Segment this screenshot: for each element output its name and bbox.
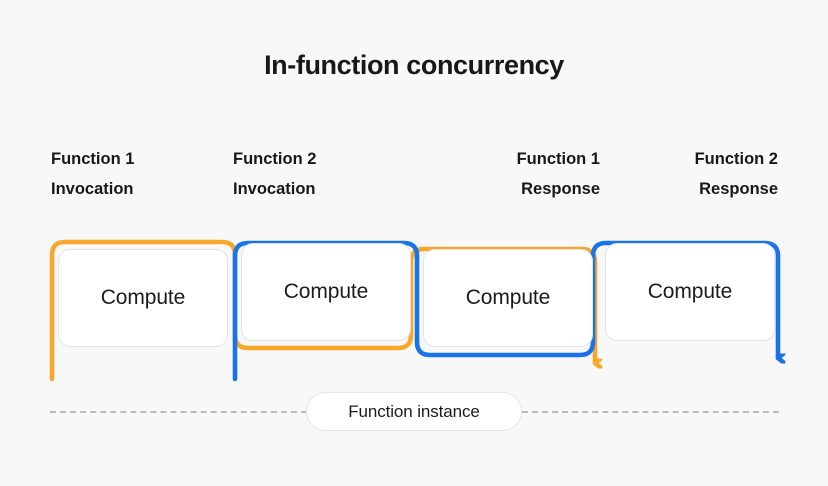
label-line-2: Invocation <box>233 180 316 198</box>
compute-box-2: Compute <box>241 243 411 341</box>
label-line-1: Function 1 <box>51 150 135 168</box>
compute-box-3: Compute <box>423 249 593 347</box>
label-line-1: Function 2 <box>233 150 317 168</box>
page-title: In-function concurrency <box>264 50 564 80</box>
label-line-1: Function 2 <box>694 150 778 168</box>
label-function-2-invocation: Function 2 Invocation <box>233 144 316 204</box>
label-function-1-response: Function 1 Response <box>424 144 600 204</box>
label-function-2-response: Function 2 Response <box>602 144 778 204</box>
compute-box-label: Compute <box>647 280 733 303</box>
label-line-2: Response <box>699 180 778 198</box>
compute-box-label: Compute <box>465 286 551 309</box>
compute-box-label: Compute <box>100 286 186 309</box>
compute-box-label: Compute <box>283 280 369 303</box>
label-line-1: Function 1 <box>516 150 600 168</box>
label-line-2: Response <box>521 180 600 198</box>
label-line-2: Invocation <box>51 180 134 198</box>
function-instance-label: Function instance <box>348 401 480 421</box>
function-instance-pill: Function instance <box>306 392 522 431</box>
compute-box-4: Compute <box>605 243 775 341</box>
compute-box-1: Compute <box>58 249 228 347</box>
label-function-1-invocation: Function 1 Invocation <box>51 144 134 204</box>
